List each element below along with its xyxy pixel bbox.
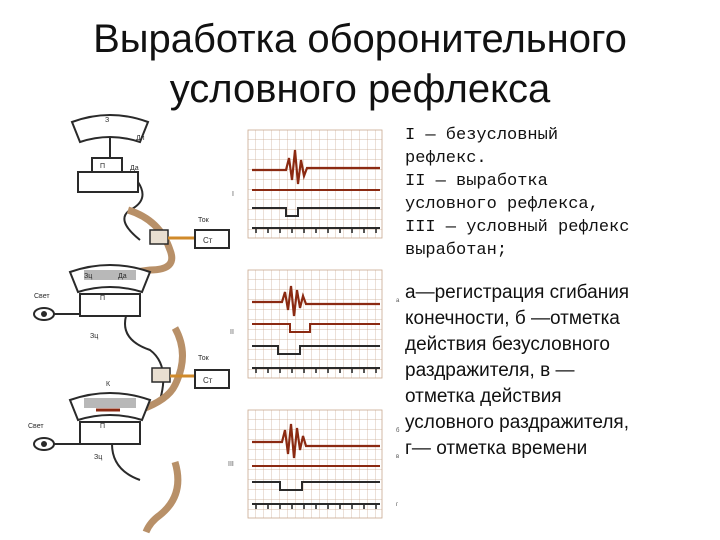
trace-letter-g: г (396, 502, 399, 508)
legend-stage-line: условного рефлекса, (405, 195, 599, 214)
legend-trace-line: действия безусловного (405, 334, 610, 355)
legend-stage-line: рефлекс. (405, 149, 487, 168)
recorder-dial (70, 114, 150, 144)
label-p: П (100, 163, 105, 170)
trace-unconditioned-mark (252, 323, 380, 333)
apparatus-panel-2: Зц Да П Свет Зц Ток Ст (33, 264, 230, 414)
label-z: З (105, 117, 109, 124)
legend-stage-line: II — выработка (405, 172, 548, 191)
electrode-cuff (149, 229, 169, 245)
label-da: Да (130, 165, 139, 172)
dog-limb (142, 460, 182, 534)
kymograph-strip-1: I (232, 129, 383, 239)
stage-label-3: III (228, 461, 234, 468)
label-svet: Свет (28, 423, 44, 430)
label-st: Ст (203, 376, 213, 385)
trace-flexion (252, 149, 380, 185)
label-svet: Свет (34, 293, 50, 300)
reflex-apparatus-diagram: З Дп П Да Ток Ст Зц Да П Свет Зц Ток Ст (28, 114, 400, 534)
dog-limb (138, 326, 186, 414)
label-tok: Ток (198, 355, 210, 362)
legend: I — безусловный рефлекс. II — выработка … (405, 124, 715, 462)
slide-title: Выработка оборонительного условного рефл… (0, 14, 720, 114)
label-p: П (100, 423, 105, 430)
label-dp: Дп (136, 135, 145, 142)
trace-conditioned-mark (252, 207, 380, 217)
legend-stages: I — безусловный рефлекс. II — выработка … (405, 124, 715, 262)
legend-stage-line: выработан; (405, 241, 508, 260)
label-zc: Зц (94, 454, 102, 461)
stimulator-box (194, 229, 230, 249)
legend-stage-line: I — безусловный (405, 126, 559, 145)
trace-conditioned-mark (252, 345, 380, 355)
dog-limb (126, 206, 176, 276)
trace-flexion (252, 285, 380, 317)
label-zc-lower: Зц (90, 333, 98, 340)
trace-letter-b: б (396, 428, 400, 434)
legend-traces: а—регистрация сгибания конечности, б —от… (405, 280, 715, 462)
label-tok: Ток (198, 217, 210, 224)
label-da: Да (118, 273, 127, 280)
switch-box (79, 293, 141, 317)
stage-label-2: II (230, 329, 234, 336)
kymograph-strip-3: III б в г (228, 409, 400, 519)
trace-flexion (252, 423, 380, 459)
label-p: П (100, 295, 105, 302)
legend-trace-line: раздражителя, в — (405, 360, 575, 381)
trace-conditioned-mark (252, 481, 380, 491)
legend-trace-line: условного раздражителя, (405, 412, 630, 433)
apparatus-panel-3: К П Свет Зц (28, 381, 182, 534)
legend-stage-line: III — условный рефлекс (405, 218, 630, 237)
switch-box (77, 171, 139, 193)
title-line-1: Выработка оборонительного (93, 17, 627, 61)
switch-box (79, 421, 141, 445)
stimulator-box (194, 369, 230, 389)
label-st: Ст (203, 236, 213, 245)
apparatus-panel-1: З Дп П Да Ток Ст (70, 114, 230, 276)
trace-letter-a: а (396, 298, 400, 304)
time-ticks (255, 228, 377, 509)
legend-trace-line: отметка действия (405, 386, 562, 407)
relay-box (91, 157, 123, 173)
title-line-2: условного рефлекса (169, 67, 551, 111)
label-zc: Зц (84, 273, 92, 280)
stage-label-1: I (232, 191, 234, 198)
electrode-cuff (151, 367, 171, 383)
kymograph-strip-2: II а (230, 269, 400, 379)
legend-trace-line: г— отметка времени (405, 438, 588, 459)
legend-trace-line: а—регистрация сгибания (405, 282, 630, 303)
trace-letter-v: в (396, 454, 399, 460)
legend-trace-line: конечности, б —отметка (405, 308, 620, 329)
label-k: К (106, 381, 111, 388)
